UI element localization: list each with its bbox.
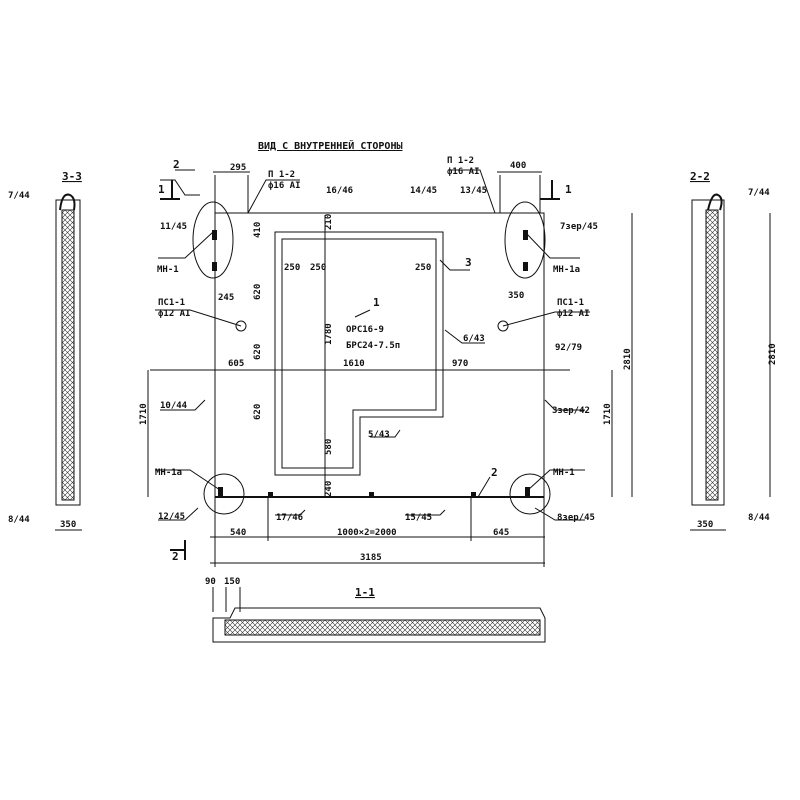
dim-350-right-section: 350 [697,520,713,530]
dim-620-a: 620 [253,284,263,300]
mark-16-46: 16/46 [326,186,353,196]
dim-620-b: 620 [253,344,263,360]
dim-1780: 1780 [324,323,334,345]
lifting-loop-right [497,320,509,332]
mark-3zer-42: 3зер/42 [552,406,590,416]
cut-1-left: 1 [158,183,165,196]
section-3-3-title: 3-3 [62,170,82,183]
dim-210: 210 [324,214,334,230]
view-title: ВИД С ВНУТРЕННЕЙ СТОРОНЫ [258,139,403,152]
mn1-callout-oval [192,201,234,279]
dim-620-c: 620 [253,404,263,420]
lifting-loop-left [235,320,247,332]
dim-250-b: 250 [310,263,326,273]
section-1-1-title: 1-1 [355,586,375,599]
mark-12-45: 12/45 [158,512,185,522]
label-d16-right: ф16 AI [447,167,480,177]
label-ps11-left: ПС1-1 [158,298,185,308]
mark-17-46: 17/46 [276,513,303,523]
mark-7zer-45: 7зер/45 [560,222,598,232]
dim-605: 605 [228,359,244,369]
dim-250-c: 250 [415,263,431,273]
label-mn1a-bottom: МН-1а [155,468,182,478]
section-3-3: 3-3 7/44 8/44 350 [8,170,82,531]
mark-7-44-left: 7/44 [8,191,30,201]
label-p12-right: П 1-2 [447,156,474,166]
position-2: 2 [491,466,498,479]
mark-8-44-left: 8/44 [8,515,30,525]
section-1-1: 1-1 90 150 [205,577,546,643]
dim-295: 295 [230,163,246,173]
label-d12-right: ф12 AI [557,309,590,319]
dim-350: 350 [508,291,524,301]
mark-7-44-right: 7/44 [748,188,770,198]
dim-540: 540 [230,528,246,538]
dim-645: 645 [493,528,509,538]
section-2-2: 2-2 7/44 8/44 350 [690,170,771,531]
mark-8-44-right: 8/44 [748,513,770,523]
panel-outline [147,169,633,567]
mark-15-45: 15/45 [405,513,432,523]
dim-150: 150 [224,577,240,587]
mark-6-43: 6/43 [463,334,485,344]
label-mn1-top: МН-1 [157,265,179,275]
dim-970: 970 [452,359,468,369]
dim-90: 90 [205,577,216,587]
panel-texts: 295 400 П 1-2 ф16 AI П 1-2 ф16 AI 16/46 … [139,156,778,563]
dim-400: 400 [510,161,526,171]
dim-2810-section: 2810 [768,343,778,365]
dim-1610: 1610 [343,359,365,369]
mark-11-45: 11/45 [160,222,187,232]
position-1: 1 [373,296,380,309]
dim-1000x2: 1000×2=2000 [337,528,397,538]
mark-13-45: 13/45 [460,186,487,196]
dim-410: 410 [253,222,263,238]
dim-240: 240 [324,481,334,497]
label-orc16-9: ОРС16-9 [346,325,384,335]
label-ps11-right: ПС1-1 [557,298,584,308]
label-d16-left: ф16 AI [268,181,301,191]
dim-1710-right: 1710 [603,403,613,425]
mark-8zer-45: 8зер/45 [557,513,595,523]
mn1a-callout-oval [504,201,546,279]
label-brc24: БРС24-7.5п [346,341,400,351]
mark-14-45: 14/45 [410,186,437,196]
mark-5-43: 5/43 [368,430,390,440]
cut-2-bottom: 2 [172,550,179,563]
dim-250-a: 250 [284,263,300,273]
mn1-callout-circle [509,473,551,515]
dim-3185: 3185 [360,553,382,563]
mark-10-44: 10/44 [160,401,188,411]
label-p12-left: П 1-2 [268,170,295,180]
mn1a-callout-circle [203,473,245,515]
mark-92-79: 92/79 [555,343,582,353]
position-3: 3 [465,256,472,269]
dim-580: 580 [324,439,334,455]
cut-1-right: 1 [565,183,572,196]
label-mn1a-top: МН-1а [553,265,580,275]
section-2-2-title: 2-2 [690,170,710,183]
dim-350-left-section: 350 [60,520,76,530]
label-mn1-bottom: МН-1 [553,468,575,478]
label-d12-left: ф12 AI [158,309,191,319]
cut-2-top: 2 [173,158,180,171]
dim-2810-main: 2810 [623,348,633,370]
dim-245: 245 [218,293,234,303]
dim-1710-left: 1710 [139,403,149,425]
